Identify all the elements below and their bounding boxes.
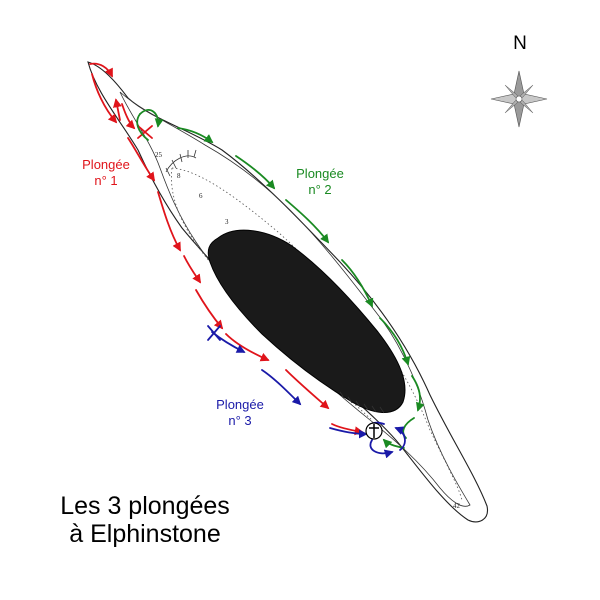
dive-site-marker [365, 422, 383, 440]
map-title-line-2: à Elphinstone [69, 520, 221, 548]
dive-1-number: n° 1 [94, 173, 118, 188]
depth-mark: 6 [199, 192, 203, 200]
reef-rim-hatch-south [339, 391, 385, 414]
depth-mark: 42 [453, 502, 461, 510]
dive-3-label: Plongée n° 3 [200, 397, 280, 429]
dive-1-route [89, 62, 364, 436]
map-title-line-1: Les 3 plongées [60, 492, 230, 520]
north-label: N [513, 33, 527, 54]
depth-mark: 8 [177, 172, 181, 180]
dive-3-number: n° 3 [228, 413, 252, 428]
dive-2-label: Plongée n° 2 [280, 166, 360, 198]
depth-mark: 3 [225, 218, 229, 226]
map-title: Les 3 plongées à Elphinstone [20, 492, 270, 548]
dive-2-label-text: Plongée [296, 166, 344, 181]
reef-rim-hatch [165, 149, 197, 177]
dive-2-route [136, 109, 425, 449]
reef-inner-outline [119, 91, 471, 507]
depth-mark: 25 [155, 151, 163, 159]
dive-1-label-text: Plongée [82, 157, 130, 172]
compass-rose-icon [490, 70, 548, 128]
dive-3-label-text: Plongée [216, 397, 264, 412]
reef-outer-outline [87, 61, 489, 523]
dive-1-label: Plongée n° 1 [66, 157, 146, 189]
reef-plateau [207, 229, 406, 413]
dive-2-number: n° 2 [308, 182, 332, 197]
